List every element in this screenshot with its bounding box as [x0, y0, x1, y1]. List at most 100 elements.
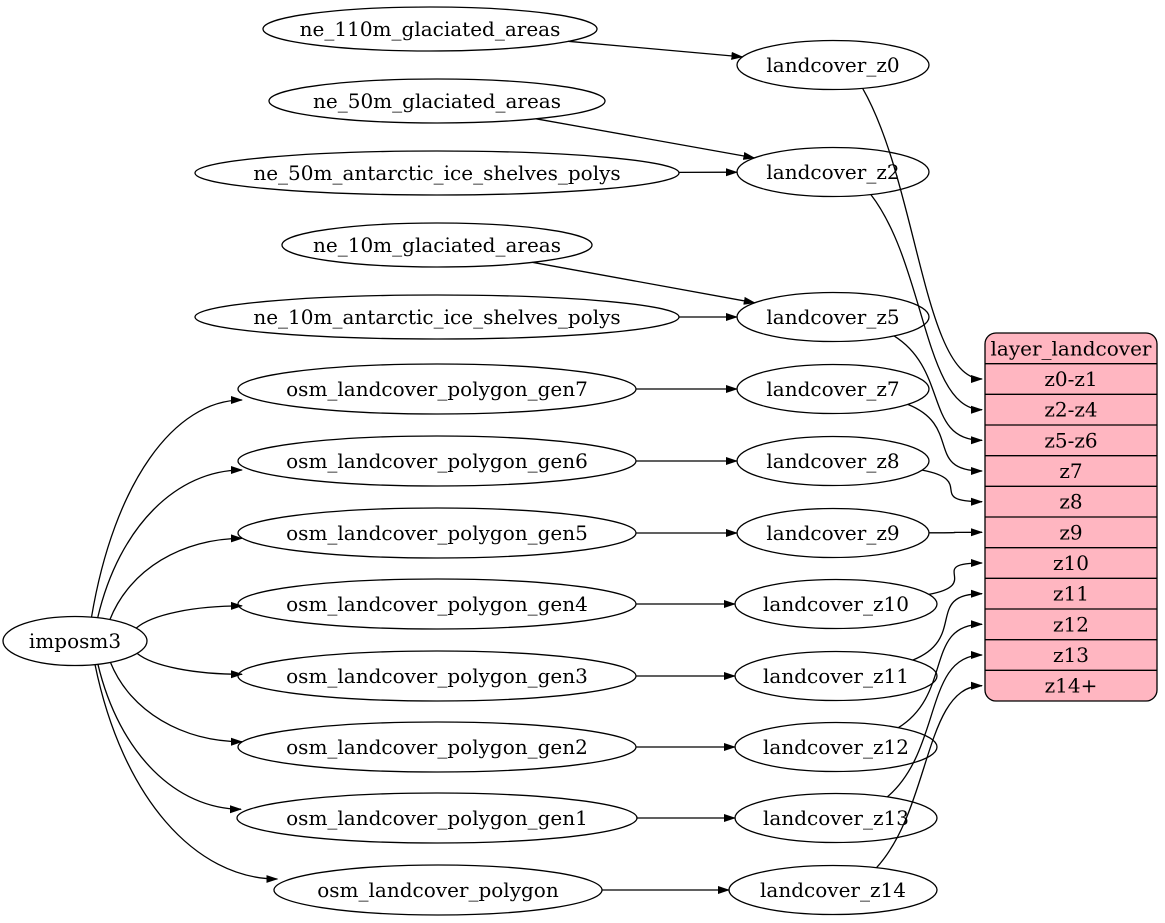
edge-landcover_z9-to-layer_landcover-z9 [928, 528, 983, 537]
node-label: ne_10m_antarctic_ice_shelves_polys [253, 305, 620, 329]
table-row-z14+: z14+ [985, 669, 1157, 698]
table-row-label: z5-z6 [1044, 428, 1097, 452]
node-label: osm_landcover_polygon [317, 878, 559, 902]
node-label: osm_landcover_polygon_gen1 [286, 806, 588, 830]
node-label: osm_landcover_polygon_gen6 [286, 449, 588, 473]
node-label: landcover_z10 [763, 592, 909, 616]
edge-landcover_z13-to-layer_landcover-z13 [886, 651, 983, 798]
table-row-label: z8 [1059, 490, 1082, 514]
table-row-label: z0-z1 [1044, 367, 1097, 391]
node-label: osm_landcover_polygon_gen5 [286, 521, 588, 545]
edge-imposm3-to-osm_landcover_polygon_gen2 [109, 662, 243, 746]
node-landcover_z0: landcover_z0 [736, 39, 930, 91]
table-row-z5-z6: z5-z6 [985, 424, 1157, 452]
table-row-z11: z11 [985, 577, 1157, 606]
node-label: ne_50m_antarctic_ice_shelves_polys [253, 161, 620, 185]
table-row-label: z11 [1053, 582, 1089, 606]
node-ellipse [262, 6, 598, 52]
table-row-label: z12 [1053, 612, 1089, 636]
table-row-label: z10 [1053, 551, 1089, 575]
edge-imposm3-to-osm_landcover_polygon_gen7 [90, 396, 243, 618]
node-osm_landcover_polygon_gen1: osm_landcover_polygon_gen1 [236, 792, 638, 844]
node-ellipse [268, 78, 606, 124]
node-ne_10m_glaciated_areas: ne_10m_glaciated_areas [281, 222, 593, 268]
node-label: landcover_z9 [766, 521, 899, 545]
node-label: landcover_z0 [766, 53, 899, 77]
table-row-label: z9 [1059, 520, 1082, 544]
node-osm_landcover_polygon: osm_landcover_polygon [273, 864, 603, 916]
node-landcover_z8: landcover_z8 [736, 435, 930, 487]
table-title: layer_landcover [991, 336, 1152, 360]
node-label: osm_landcover_polygon_gen7 [286, 377, 588, 401]
node-label: landcover_z11 [763, 664, 909, 688]
node-landcover_z13: landcover_z13 [734, 792, 938, 844]
node-label: landcover_z13 [763, 806, 909, 830]
node-ellipse [2, 615, 148, 667]
node-label: osm_landcover_polygon_gen2 [286, 735, 588, 759]
node-osm_landcover_polygon_gen7: osm_landcover_polygon_gen7 [237, 363, 637, 415]
node-osm_landcover_polygon_gen3: osm_landcover_polygon_gen3 [237, 650, 637, 702]
node-label: landcover_z2 [766, 160, 899, 184]
edge-imposm3-to-osm_landcover_polygon [94, 664, 279, 883]
table-row-z12: z12 [985, 608, 1157, 636]
table-row-label: z13 [1053, 643, 1089, 667]
edge-landcover_z0-to-layer_landcover-z0-z1 [862, 87, 983, 383]
table-row-z10: z10 [985, 547, 1157, 575]
node-landcover_z9: landcover_z9 [736, 507, 930, 559]
node-landcover_z11: landcover_z11 [734, 650, 938, 702]
table-row-z8: z8 [985, 485, 1157, 514]
table-row-label: z2-z4 [1044, 398, 1097, 422]
table-row-label: z14+ [1045, 674, 1098, 698]
node-label: landcover_z8 [766, 449, 899, 473]
node-ne_50m_antarctic_ice_shelves_polys: ne_50m_antarctic_ice_shelves_polys [194, 150, 680, 196]
node-ne_110m_glaciated_areas: ne_110m_glaciated_areas [262, 6, 598, 52]
node-imposm3: imposm3 [2, 615, 148, 667]
node-label: ne_110m_glaciated_areas [300, 17, 561, 41]
node-landcover_z7: landcover_z7 [736, 363, 930, 415]
node-label: osm_landcover_polygon_gen3 [286, 664, 588, 688]
node-label: osm_landcover_polygon_gen4 [286, 592, 588, 616]
node-label: ne_50m_glaciated_areas [313, 89, 561, 113]
node-landcover_z12: landcover_z12 [734, 721, 938, 773]
table-layer_landcover: layer_landcover z0-z1 z2-z4 z5-z6 z7 z8 z9 z10 z… [984, 332, 1158, 702]
edge-landcover_z8-to-layer_landcover-z8 [922, 469, 983, 506]
node-osm_landcover_polygon_gen2: osm_landcover_polygon_gen2 [237, 721, 637, 773]
node-label: landcover_z5 [766, 305, 899, 329]
node-ellipse [736, 39, 930, 91]
table-row-z2-z4: z2-z4 [985, 393, 1157, 422]
table-row-z13: z13 [985, 639, 1157, 667]
edge-imposm3-to-osm_landcover_polygon_gen1 [97, 664, 242, 814]
edge-landcover_z7-to-layer_landcover-z7 [907, 403, 983, 475]
node-landcover_z10: landcover_z10 [734, 578, 938, 630]
table-row-z0-z1: z0-z1 [985, 363, 1157, 391]
node-label: landcover_z14 [760, 878, 906, 902]
edge-landcover_z11-to-layer_landcover-z11 [912, 589, 983, 661]
edge-imposm3-to-osm_landcover_polygon_gen6 [97, 466, 243, 618]
edge-landcover_z10-to-layer_landcover-z10 [928, 559, 983, 596]
node-ne_50m_glaciated_areas: ne_50m_glaciated_areas [268, 78, 606, 124]
edge-landcover_z14-to-layer_landcover-z14+ [876, 681, 983, 869]
edge-landcover_z5-to-layer_landcover-z5-z6 [893, 335, 983, 445]
table-row-z7: z7 [985, 455, 1157, 483]
edge-imposm3-to-osm_landcover_polygon_gen5 [109, 534, 243, 620]
edge-landcover_z12-to-layer_landcover-z12 [897, 620, 983, 729]
node-ne_10m_antarctic_ice_shelves_polys: ne_10m_antarctic_ice_shelves_polys [194, 294, 680, 340]
node-osm_landcover_polygon_gen6: osm_landcover_polygon_gen6 [237, 435, 637, 487]
edge-ne_10m_glaciated_areas-to-landcover_z5 [532, 261, 756, 305]
edge-landcover_z2-to-layer_landcover-z2-z4 [870, 194, 983, 414]
node-ellipse [281, 222, 593, 268]
table-row-label: z7 [1059, 459, 1082, 483]
node-label: landcover_z12 [763, 735, 909, 759]
node-label: landcover_z7 [766, 377, 899, 401]
edge-imposm3-to-osm_landcover_polygon_gen3 [136, 652, 243, 679]
node-label: imposm3 [29, 629, 121, 653]
table-row-z9: z9 [985, 516, 1157, 544]
node-osm_landcover_polygon_gen4: osm_landcover_polygon_gen4 [237, 578, 637, 630]
edge-ne_110m_glaciated_areas-to-landcover_z0 [568, 40, 744, 60]
edge-imposm3-to-osm_landcover_polygon_gen4 [135, 601, 243, 629]
node-landcover_z5: landcover_z5 [736, 291, 930, 343]
node-landcover_z14: landcover_z14 [728, 864, 938, 916]
edge-ne_50m_glaciated_areas-to-landcover_z2 [535, 118, 756, 160]
